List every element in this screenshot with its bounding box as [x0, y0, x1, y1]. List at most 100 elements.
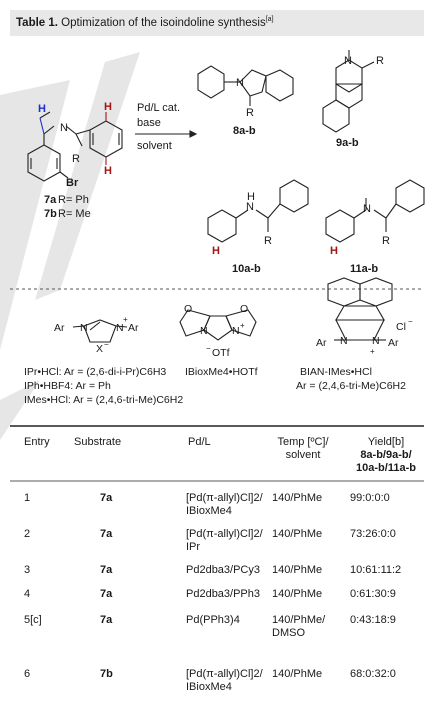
product-11-r: R	[382, 235, 390, 247]
product-10-nh: N	[246, 201, 254, 213]
row-1-substrate: 7a	[100, 492, 113, 504]
imid-ar-right: Ar	[128, 322, 139, 334]
header-pdl: Pd/L	[188, 436, 211, 448]
row-5-temp: 140/PhMe/ DMSO	[272, 614, 326, 639]
product-10-red-h: H	[212, 245, 220, 257]
row-2-pdl: [Pd(π-allyl)Cl]2/ IPr	[186, 528, 263, 553]
row-2-substrate: 7a	[100, 528, 113, 540]
row-3-pdl: Pd2dba3/PCy3	[186, 564, 260, 576]
row-4-yield: 0:61:30:9	[350, 588, 396, 600]
product-10-aniline-ring	[207, 209, 237, 243]
ligand-ipr-desc: IPr•HCl: Ar = (2,6-di-i-Pr)C6H3	[24, 366, 166, 378]
row-6-temp: 140/PhMe	[272, 668, 323, 680]
header-temp: Temp [ºC]/ solvent	[277, 436, 329, 461]
bian-counterion: Cl	[396, 321, 406, 333]
ligand-iph-desc: IPh•HBF4: Ar = Ph	[24, 380, 111, 392]
red-h-top-label: H	[104, 101, 112, 113]
product-11-aniline-ring	[325, 209, 355, 243]
row-1-pdl: [Pd(π-allyl)Cl]2/ IBioxMe4	[186, 492, 263, 517]
row-3-entry: 3	[24, 564, 31, 576]
row-4-pdl: Pd2dba3/PPh3	[186, 588, 261, 600]
row-2-temp: 140/PhMe	[272, 528, 323, 540]
product-11-label: 11a-b	[350, 263, 378, 275]
substrate-br-label: Br	[66, 177, 79, 189]
blue-h-label: H	[38, 103, 46, 115]
product-10-h: H	[247, 191, 255, 203]
row-5-entry: 5[c]	[24, 614, 42, 626]
header-substrate: Substrate	[74, 436, 122, 448]
header-entry: Entry	[24, 436, 50, 448]
row-5-pdl: Pd(PPh3)4	[186, 614, 240, 626]
product-9-label: 9a-b	[336, 137, 359, 149]
red-h-bottom-label: H	[104, 165, 112, 177]
ibiox-n-left: N	[200, 325, 208, 337]
bian-ar-left: Ar	[316, 337, 327, 349]
ibiox-o-right: O	[240, 303, 248, 315]
header-yield-products: 8a-b/9a-b/ 10a-b/11a-b	[356, 449, 416, 474]
row-4-substrate: 7a	[100, 588, 113, 600]
imidazolium-ring	[83, 319, 117, 343]
row-6-substrate: 7b	[100, 668, 113, 680]
arrow-solvent: solvent	[137, 140, 172, 152]
bian-plus: +	[370, 347, 375, 356]
row-1-entry: 1	[24, 492, 31, 504]
header-yield: Yield[b]	[367, 436, 405, 448]
bian-n-right: N	[372, 335, 380, 347]
imid-n-left: N	[80, 322, 88, 334]
arrow-base: base	[137, 117, 161, 129]
substrate-r-label: R	[72, 153, 80, 165]
product-10-r: R	[264, 235, 272, 247]
imid-plus: +	[123, 315, 128, 324]
row-4-entry: 4	[24, 588, 31, 600]
row-5-yield: 0:43:18:9	[350, 614, 396, 626]
bian-acenaphthylene	[327, 277, 361, 307]
row-3-temp: 140/PhMe	[272, 564, 323, 576]
row-2-yield: 73:26:0:0	[350, 528, 396, 540]
bian-ar-right: Ar	[388, 337, 399, 349]
row-3-yield: 10:61:11:2	[350, 564, 402, 576]
product-8-phenyl	[197, 65, 225, 99]
imid-ar-left: Ar	[54, 322, 65, 334]
table-title-bar: Table 1. Optimization of the isoindoline…	[10, 10, 424, 36]
ibiox-n-right: N	[232, 325, 240, 337]
product-8-isoindoline-ring	[239, 69, 267, 97]
substrate-7b-label: 7b	[44, 208, 57, 220]
bian-n-left: N	[340, 335, 348, 347]
imid-counterion: X	[96, 343, 103, 355]
arrow-catalyst: Pd/L cat.	[137, 102, 180, 114]
row-5-substrate: 7a	[100, 614, 113, 626]
row-3-substrate: 7a	[100, 564, 113, 576]
ligand-bian-desc: BIAN-IMes•HCl	[300, 366, 372, 378]
watermark-logo	[0, 52, 140, 440]
row-6-pdl: [Pd(π-allyl)Cl]2/ IBioxMe4	[186, 668, 263, 693]
row-2-entry: 2	[24, 528, 31, 540]
ligand-ibiox-desc: IBioxMe4•HOTf	[185, 366, 258, 378]
product-9-r: R	[376, 55, 384, 67]
ibiox-counterion: OTf	[212, 347, 230, 359]
substrate-7a-label: 7a	[44, 194, 57, 206]
substrate-7a-r: R= Ph	[58, 194, 89, 206]
ligand-bian-ar: Ar = (2,4,6-tri-Me)C6H2	[296, 380, 406, 392]
row-6-yield: 68:0:32:0	[350, 668, 396, 680]
product-11-red-h: H	[330, 245, 338, 257]
bian-minus: −	[408, 317, 413, 326]
product-10-label: 10a-b	[232, 263, 261, 275]
row-1-temp: 140/PhMe	[272, 492, 323, 504]
row-6-entry: 6	[24, 668, 31, 680]
ibiox-o-left: O	[184, 303, 192, 315]
imid-minus: −	[104, 340, 109, 349]
substrate-n-label: N	[60, 122, 68, 134]
product-9-n: N	[344, 55, 352, 67]
ibiox-plus: +	[240, 321, 245, 330]
row-1-yield: 99:0:0:0	[350, 492, 390, 504]
row-4-temp: 140/PhMe	[272, 588, 323, 600]
ligand-imes-desc: IMes•HCl: Ar = (2,4,6-tri-Me)C6H2	[24, 394, 183, 406]
product-11-n: N	[363, 203, 371, 215]
substrate-7b-r: R= Me	[58, 208, 91, 220]
product-8-r: R	[246, 107, 254, 119]
ibiox-minus: −	[206, 344, 211, 353]
imid-n-right: N	[116, 322, 124, 334]
table-title: Table 1. Optimization of the isoindoline…	[16, 16, 274, 29]
product-8-label: 8a-b	[233, 125, 256, 137]
